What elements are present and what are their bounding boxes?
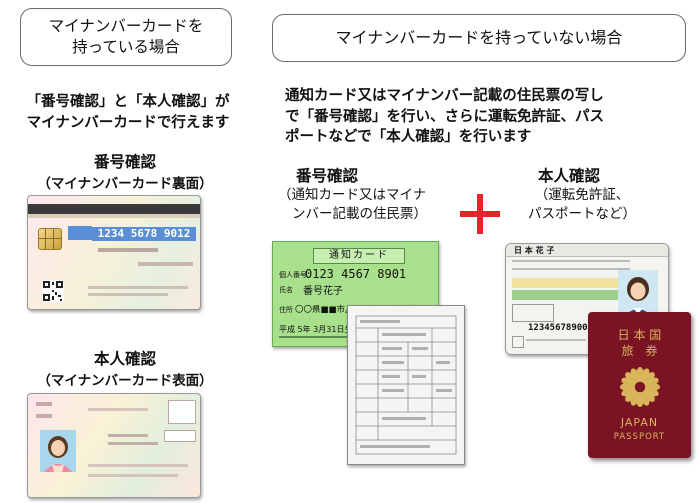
- plus-icon: [460, 194, 500, 234]
- ic-chip-icon: [38, 228, 62, 250]
- passport-country: JAPAN: [620, 416, 659, 429]
- right-identity-check-title: 本人確認: [538, 167, 601, 185]
- notice-card-number: 0123 4567 8901: [305, 267, 407, 281]
- resident-record-document: [347, 305, 465, 465]
- license-number: 12345678900: [528, 323, 588, 333]
- passport: 日 本 国 旅 券 JAPAN PASSPORT: [588, 312, 691, 458]
- passport-line1: 日 本 国: [617, 328, 662, 342]
- passport-label: PASSPORT: [613, 432, 666, 442]
- right-desc-line1: 通知カード又はマイナンバー記載の住民票の写し: [285, 88, 604, 104]
- right-desc-line3: ポートなどで「本人確認」を行います: [285, 129, 532, 146]
- notice-card-name-label: 氏名: [279, 286, 293, 294]
- right-identity-check-subtitle: （運転免許証、 パスポートなど）: [512, 186, 652, 224]
- qr-code-icon: [42, 280, 64, 302]
- passport-line2: 旅 券: [621, 344, 658, 358]
- portrait-photo-icon: [40, 430, 76, 472]
- left-header-line2: 持っている場合: [72, 38, 180, 56]
- left-identity-check-title: 本人確認: [93, 350, 156, 368]
- left-description: 「番号確認」と「本人確認」が マイナンバーカードで行えます: [8, 92, 248, 134]
- right-number-check-title: 番号確認: [296, 167, 359, 185]
- left-desc-line1: 「番号確認」と「本人確認」が: [26, 94, 230, 110]
- document-form-icon: [355, 315, 457, 455]
- drivers-license: 日 本 花 子 12345678900: [505, 243, 669, 355]
- right-number-sub-line2: ンバー記載の住民票）: [292, 205, 427, 222]
- license-name: 日 本 花 子: [514, 246, 555, 255]
- chrysanthemum-seal-icon: [620, 367, 660, 407]
- left-number-check-subtitle: （マイナンバーカード裏面）: [37, 176, 213, 192]
- license-photo-icon: [618, 270, 658, 318]
- left-header-line1: マイナンバーカードを: [48, 17, 204, 36]
- right-number-sub-line1: （通知カード又はマイナ: [278, 187, 427, 203]
- right-desc-line2: で「番号確認」を行い、さらに運転免許証、パス: [285, 108, 604, 125]
- right-header-text: マイナンバーカードを持っていない場合: [335, 28, 623, 48]
- notice-card-number-label: 個人番号: [279, 271, 307, 279]
- notice-card-title: 通知カード: [313, 248, 405, 264]
- mynumber-card-front: [27, 393, 201, 498]
- left-header-box: マイナンバーカードを 持っている場合: [20, 8, 232, 66]
- left-number-check-title: 番号確認: [93, 153, 156, 171]
- right-identity-sub-line1: （運転免許証、: [534, 187, 630, 203]
- right-description: 通知カード又はマイナンバー記載の住民票の写し で「番号確認」を行い、さらに運転免…: [285, 86, 695, 148]
- right-number-check-subtitle: （通知カード又はマイナ ンバー記載の住民票）: [278, 186, 468, 224]
- left-desc-line2: マイナンバーカードで行えます: [26, 115, 230, 132]
- mynumber-card-back: 1234 5678 9012: [27, 195, 201, 310]
- right-header-box: マイナンバーカードを持っていない場合: [272, 14, 686, 62]
- card-back-number: 1234 5678 9012: [92, 227, 196, 241]
- right-identity-sub-line2: パスポートなど）: [528, 205, 636, 222]
- notice-card: 通知カード 個人番号 0123 4567 8901 氏名 番号花子 住所 〇〇県…: [272, 241, 439, 347]
- notice-card-name: 番号花子: [303, 286, 343, 297]
- left-identity-check-subtitle: （マイナンバーカード表面）: [37, 373, 213, 389]
- notice-card-date: 平成 5年 3月31日生: [279, 325, 353, 334]
- notice-card-address-label: 住所: [279, 306, 293, 314]
